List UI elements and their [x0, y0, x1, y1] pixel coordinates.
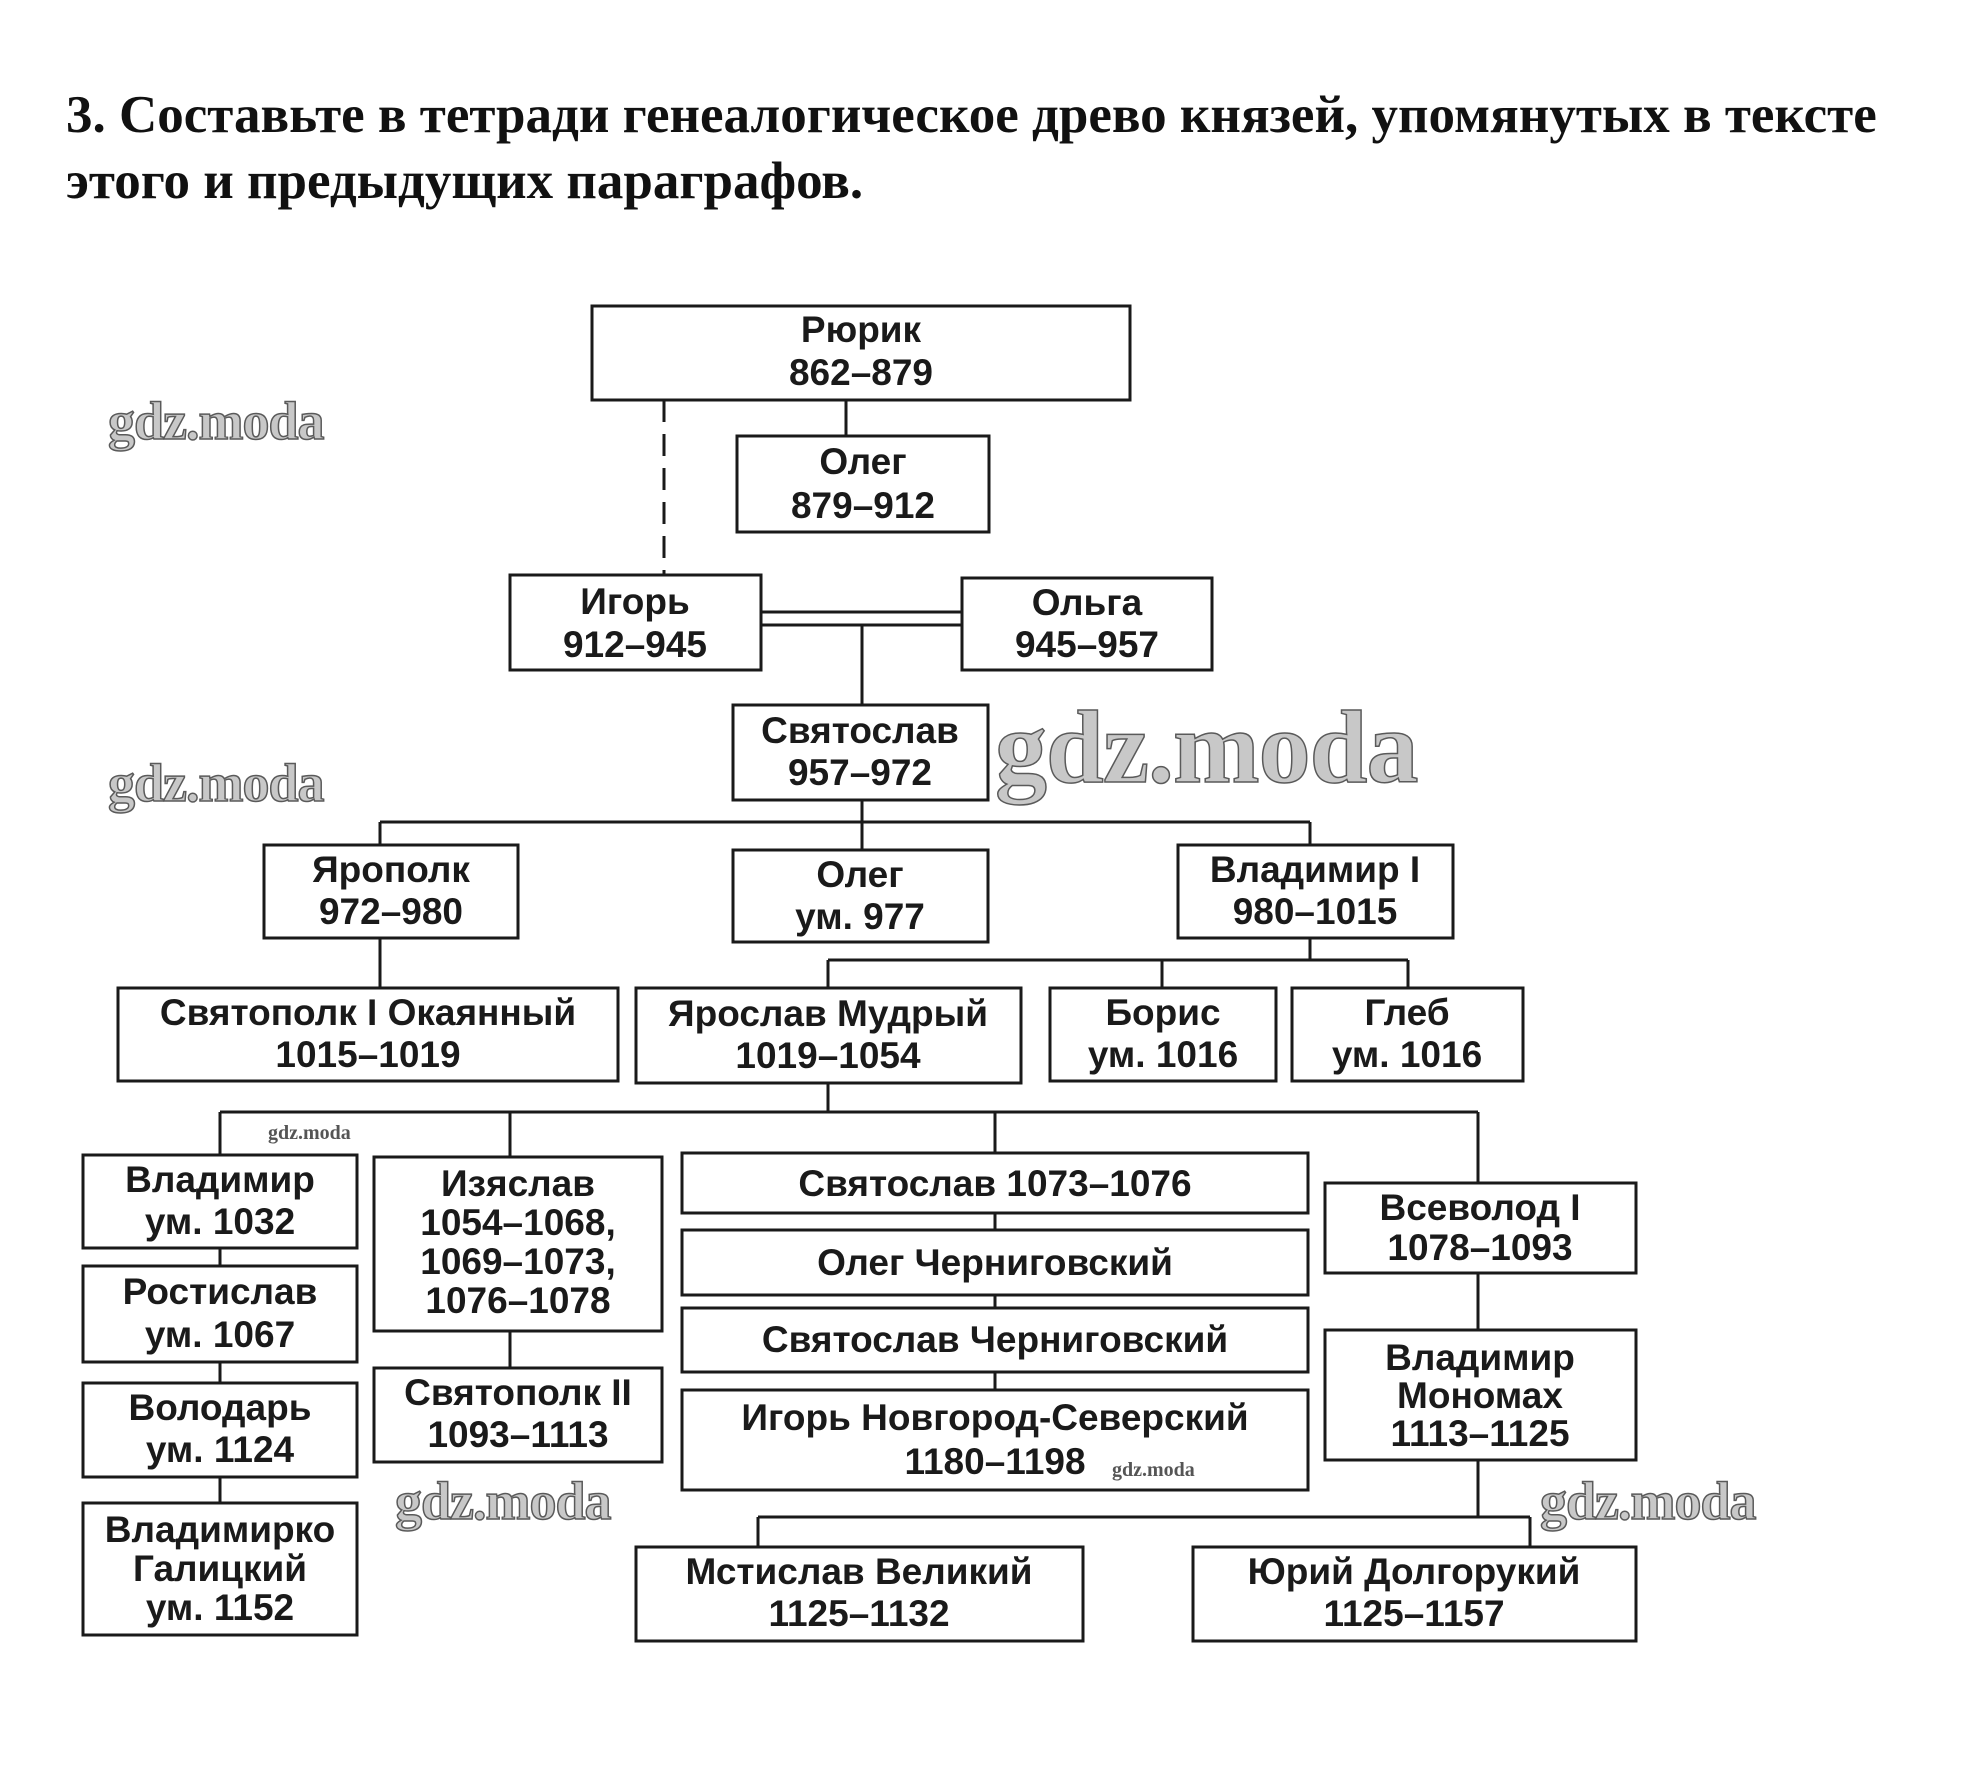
- node-boris: Борис ум. 1016: [1048, 986, 1278, 1083]
- node-svyatoslav-2-label: Святослав 1073–1076: [798, 1163, 1191, 1204]
- node-svyatoslav-chernigovsky: Святослав Черниговский: [680, 1306, 1310, 1374]
- node-volodar-name: Володарь: [129, 1387, 312, 1428]
- node-yaroslav-years: 1019–1054: [735, 1035, 921, 1076]
- node-olga-years: 945–957: [1015, 624, 1159, 665]
- node-svyatoslav-chernigovsky-label: Святослав Черниговский: [762, 1319, 1228, 1360]
- node-vladimir-yaroslavich-name: Владимир: [125, 1159, 315, 1200]
- node-gleb: Глеб ум. 1016: [1290, 986, 1525, 1083]
- node-rurik-name: Рюрик: [801, 309, 922, 350]
- node-vladimir-1-years: 980–1015: [1233, 891, 1398, 932]
- node-olga-name: Ольга: [1032, 582, 1143, 623]
- node-izyaslav-years-1: 1054–1068,: [420, 1202, 615, 1243]
- node-boris-years: ум. 1016: [1088, 1034, 1238, 1075]
- node-svyatopolk-1: Святополк I Окаянный 1015–1019: [116, 986, 620, 1083]
- node-rurik-years: 862–879: [789, 352, 933, 393]
- node-svyatoslav-2: Святослав 1073–1076: [680, 1151, 1310, 1215]
- node-volodar-years: ум. 1124: [146, 1429, 295, 1470]
- node-mstislav: Мстислав Великий 1125–1132: [634, 1545, 1085, 1643]
- node-vladimir-1: Владимир I 980–1015: [1176, 843, 1455, 940]
- node-vladimir-yaroslavich: Владимир ум. 1032: [81, 1153, 359, 1250]
- node-svyatoslav: Святослав 957–972: [731, 703, 990, 802]
- node-vsevolod-years: 1078–1093: [1387, 1227, 1572, 1268]
- node-rostislav-name: Ростислав: [123, 1271, 318, 1312]
- node-oleg-2-years: ум. 977: [795, 896, 925, 937]
- node-oleg-years: 879–912: [791, 485, 935, 526]
- node-volodar: Володарь ум. 1124: [81, 1381, 359, 1479]
- node-svyatopolk-2-name: Святополк II: [404, 1372, 632, 1413]
- node-oleg-chernigovsky-label: Олег Черниговский: [817, 1242, 1173, 1283]
- node-oleg: Олег 879–912: [735, 434, 991, 534]
- node-gleb-name: Глеб: [1364, 992, 1449, 1033]
- node-mstislav-years: 1125–1132: [768, 1593, 949, 1634]
- node-igor: Игорь 912–945: [508, 573, 763, 672]
- node-yaroslav-name: Ярослав Мудрый: [668, 993, 988, 1034]
- node-oleg-2: Олег ум. 977: [731, 848, 990, 944]
- node-rostislav: Ростислав ум. 1067: [81, 1264, 359, 1364]
- node-vladimir-monomakh: Владимир Мономах 1113–1125: [1323, 1328, 1638, 1462]
- node-igor-novgorod-seversky: Игорь Новгород-Северский 1180–1198: [680, 1388, 1310, 1492]
- node-vladimir-monomakh-years: 1113–1125: [1390, 1413, 1569, 1454]
- node-izyaslav-years-2: 1069–1073,: [420, 1241, 615, 1282]
- node-vladimirko-epithet: Галицкий: [133, 1548, 307, 1589]
- node-svyatopolk-1-years: 1015–1019: [275, 1034, 460, 1075]
- node-yaropolk-name: Ярополк: [312, 849, 470, 890]
- watermark: gdz.moda: [1539, 1470, 1757, 1532]
- watermark: gdz.moda: [268, 1122, 351, 1144]
- node-vladimir-monomakh-name: Владимир: [1385, 1337, 1575, 1378]
- node-oleg-name: Олег: [819, 441, 906, 482]
- watermark: gdz.moda: [107, 752, 325, 814]
- node-izyaslav: Изяслав 1054–1068, 1069–1073, 1076–1078: [372, 1155, 664, 1333]
- node-rostislav-years: ум. 1067: [145, 1314, 295, 1355]
- node-oleg-2-name: Олег: [816, 854, 903, 895]
- watermark: gdz.moda: [1112, 1459, 1195, 1481]
- node-igor-novgorod-seversky-name: Игорь Новгород-Северский: [741, 1397, 1248, 1438]
- node-vsevolod-name: Всеволод I: [1380, 1187, 1581, 1228]
- watermark: gdz.moda: [994, 689, 1419, 806]
- node-yuri-name: Юрий Долгорукий: [1248, 1551, 1581, 1592]
- node-yaroslav: Ярослав Мудрый 1019–1054: [634, 986, 1023, 1085]
- node-vladimir-1-name: Владимир I: [1210, 849, 1420, 890]
- node-vsevolod: Всеволод I 1078–1093: [1323, 1181, 1638, 1275]
- node-yaropolk: Ярополк 972–980: [262, 843, 520, 940]
- node-izyaslav-name: Изяслав: [441, 1163, 595, 1204]
- node-igor-years: 912–945: [563, 624, 707, 665]
- node-boris-name: Борис: [1105, 992, 1220, 1033]
- node-yuri: Юрий Долгорукий 1125–1157: [1191, 1545, 1638, 1643]
- node-gleb-years: ум. 1016: [1332, 1034, 1482, 1075]
- node-svyatopolk-2: Святополк II 1093–1113: [372, 1366, 664, 1464]
- node-izyaslav-years-3: 1076–1078: [425, 1280, 610, 1321]
- node-yuri-years: 1125–1157: [1323, 1593, 1504, 1634]
- task-heading: 3. Составьте в тетради генеалогическое д…: [66, 86, 1877, 210]
- node-svyatopolk-2-years: 1093–1113: [427, 1414, 608, 1455]
- node-vladimir-monomakh-epithet: Мономах: [1397, 1375, 1563, 1416]
- node-vladimirko-name: Владимирко: [105, 1509, 335, 1550]
- node-oleg-chernigovsky: Олег Черниговский: [680, 1228, 1310, 1297]
- node-vladimir-yaroslavich-years: ум. 1032: [145, 1201, 295, 1242]
- node-svyatoslav-years: 957–972: [788, 752, 932, 793]
- connectors: [218, 400, 1532, 1547]
- node-yaropolk-years: 972–980: [319, 891, 463, 932]
- node-svyatopolk-1-name: Святополк I Окаянный: [160, 992, 576, 1033]
- watermark: gdz.moda: [107, 390, 325, 452]
- watermark: gdz.moda: [394, 1470, 612, 1532]
- node-mstislav-name: Мстислав Великий: [685, 1551, 1032, 1592]
- node-svyatoslav-name: Святослав: [761, 710, 959, 751]
- node-igor-name: Игорь: [580, 581, 689, 622]
- node-vladimirko-years: ум. 1152: [146, 1587, 294, 1628]
- node-vladimirko: Владимирко Галицкий ум. 1152: [81, 1501, 359, 1637]
- node-rurik: Рюрик 862–879: [590, 304, 1132, 402]
- node-igor-novgorod-seversky-years: 1180–1198: [904, 1441, 1085, 1482]
- node-olga: Ольга 945–957: [960, 576, 1214, 672]
